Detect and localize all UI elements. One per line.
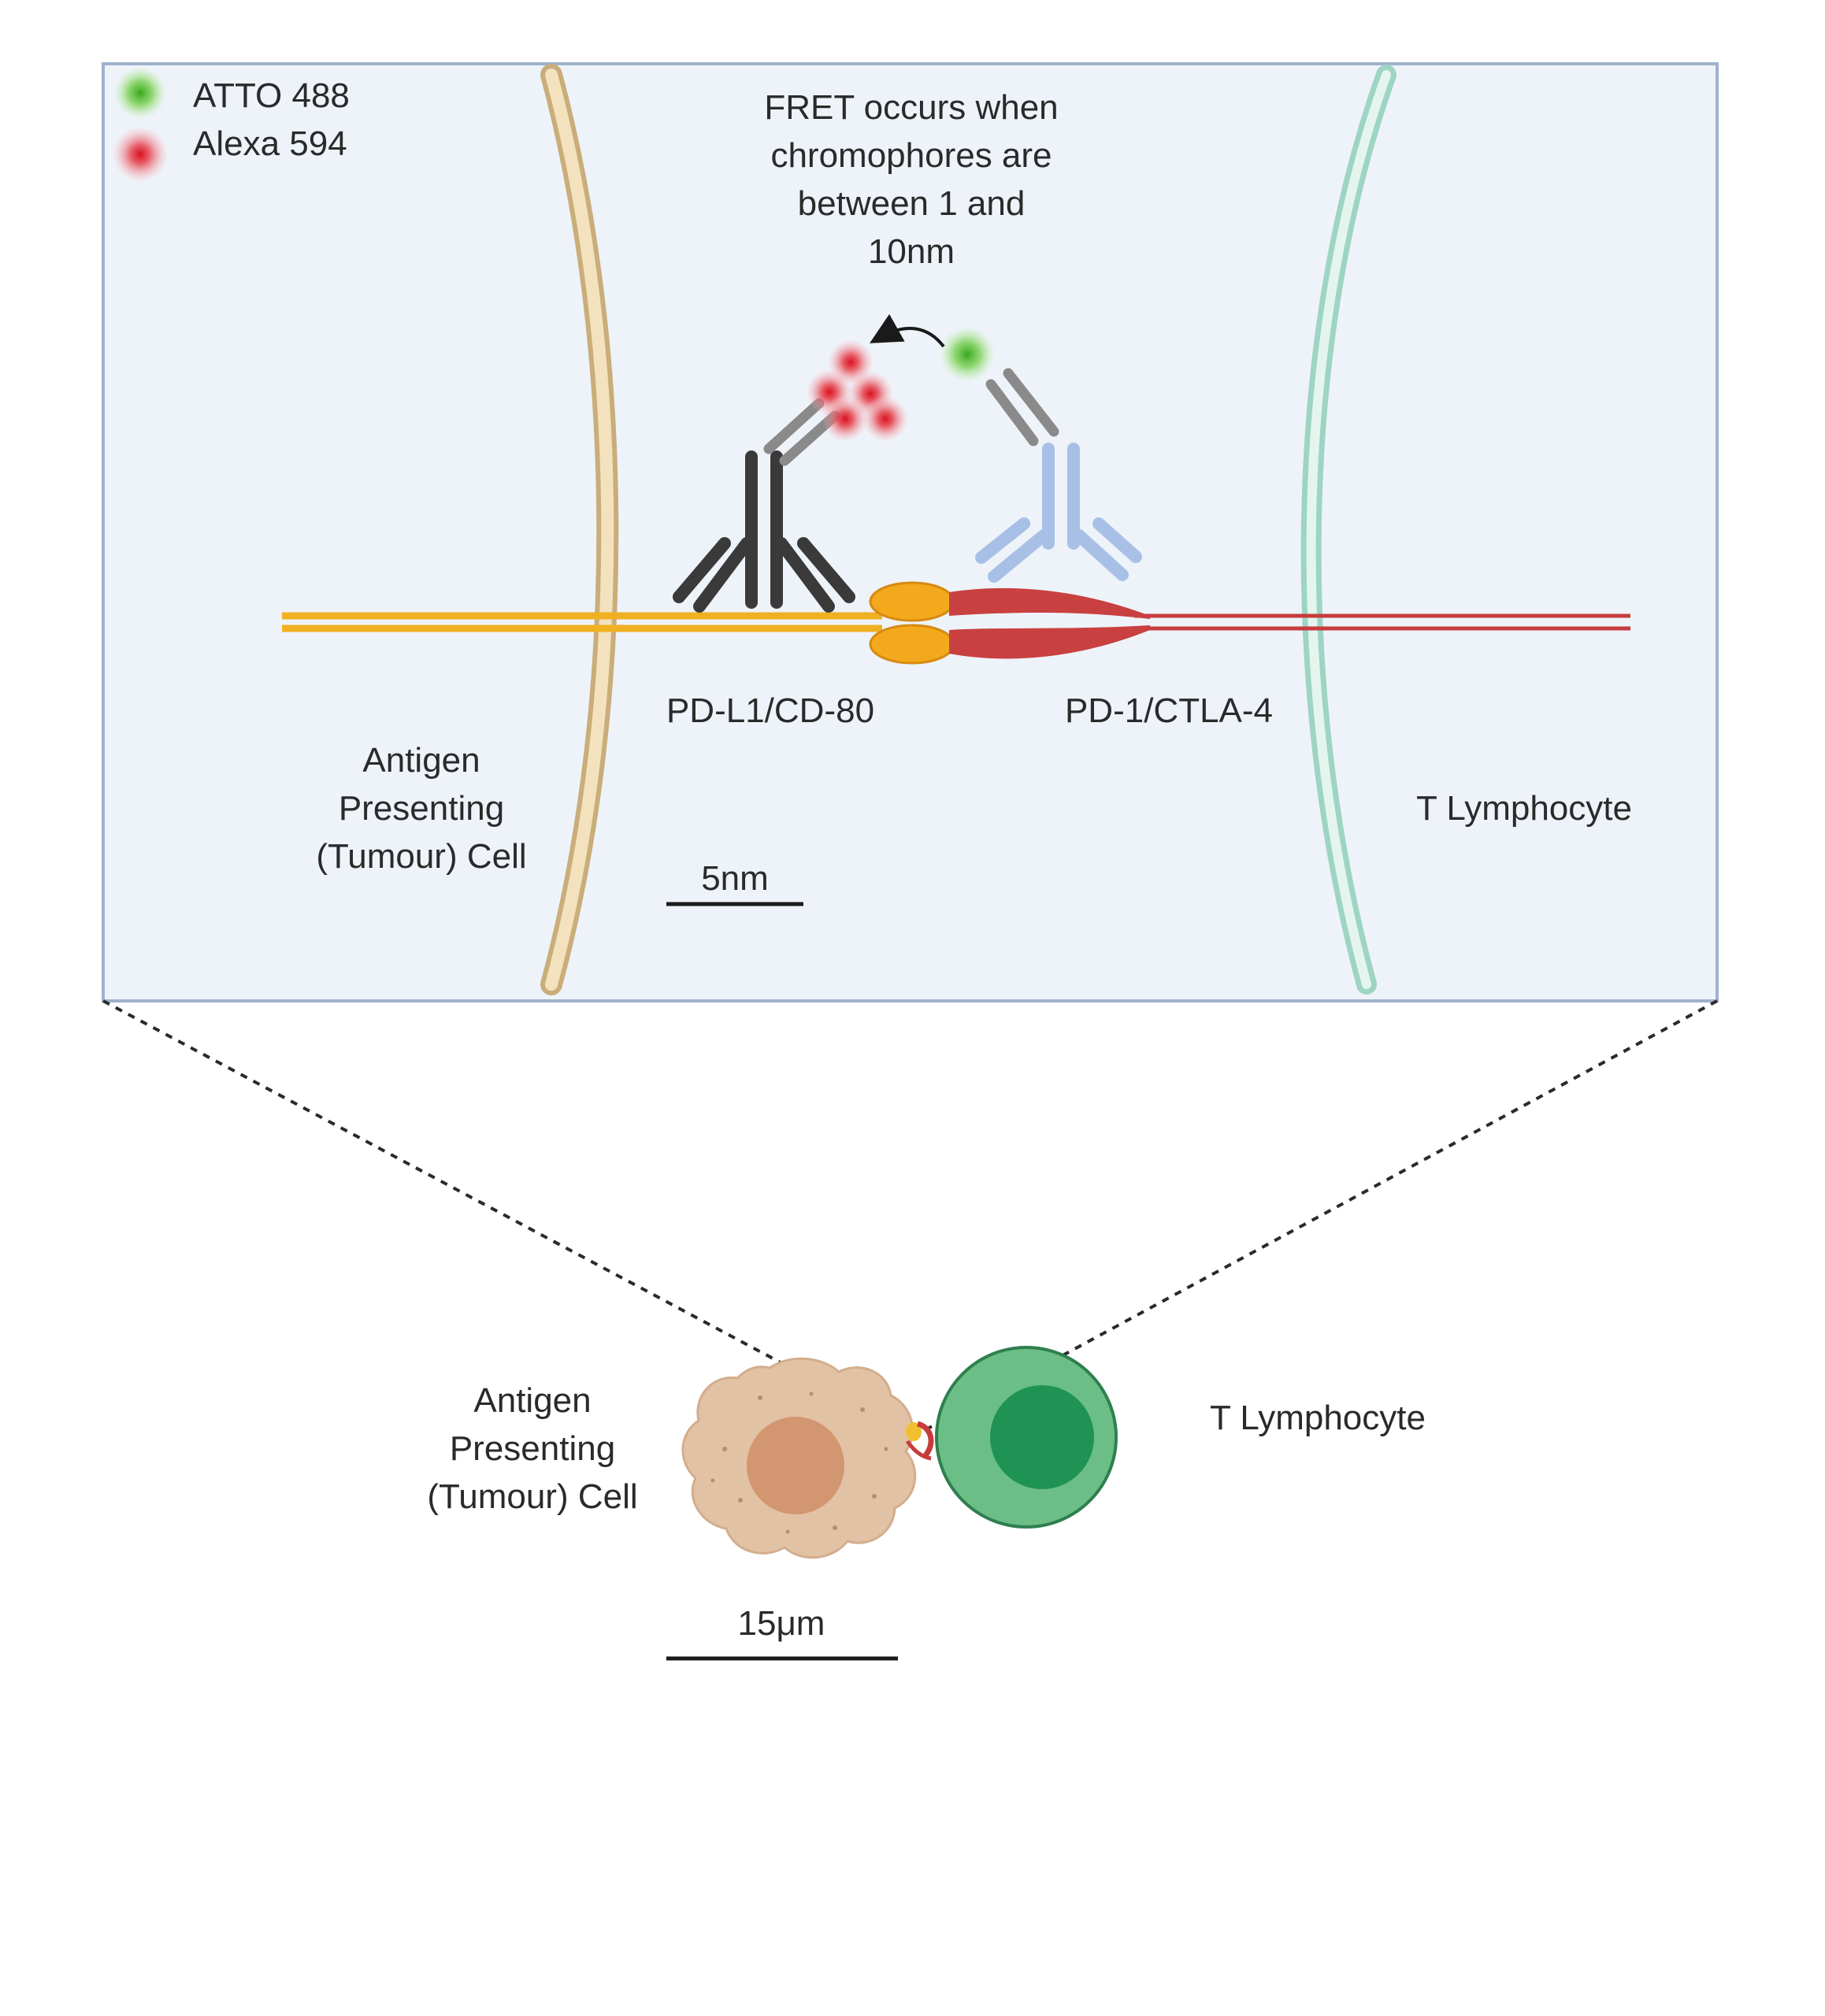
fret-note-line-2: chromophores are <box>770 136 1052 175</box>
t-cell-membrane <box>1300 65 1397 995</box>
apc-label-overview: Antigen Presenting (Tumour) Cell <box>427 1381 637 1516</box>
fret-note-line-1: FRET occurs when <box>764 88 1058 127</box>
tumour-nucleus <box>747 1417 844 1514</box>
scale-bar-5nm: 5nm <box>666 859 803 906</box>
apc-label-overview-line-2: Presenting <box>450 1429 615 1468</box>
fret-note: FRET occurs when chromophores are betwee… <box>764 88 1058 271</box>
legend: ATTO 488 Alexa 594 <box>113 66 350 181</box>
legend-label-atto488: ATTO 488 <box>193 76 350 115</box>
legend-label-alexa594: Alexa 594 <box>193 124 347 163</box>
atto488-fluorophore <box>939 326 996 383</box>
apc-label-zoom-line-3: (Tumour) Cell <box>316 837 526 876</box>
apc-label-zoom-line-2: Presenting <box>339 789 504 828</box>
tumour-cell <box>681 1357 917 1559</box>
zoom-connector-lines <box>102 999 1718 1436</box>
synapse-contact <box>905 1421 934 1461</box>
t-cell <box>935 1346 1118 1529</box>
alexa594-antibody <box>673 398 855 613</box>
scale-bar-15um: 15μm <box>666 1604 898 1661</box>
scale-bar-5nm-label: 5nm <box>701 859 769 898</box>
t-nucleus <box>990 1385 1094 1489</box>
scale-bar-15um-label: 15μm <box>738 1604 825 1643</box>
ligand-label: PD-L1/CD-80 <box>666 691 874 730</box>
apc-membrane <box>540 64 619 995</box>
pd-1-receptor <box>949 587 1630 659</box>
receptor-label: PD-1/CTLA-4 <box>1065 691 1273 730</box>
fret-arrow-icon <box>870 313 945 348</box>
t-lymphocyte-label-overview: T Lymphocyte <box>1210 1399 1426 1437</box>
t-lymphocyte-label-zoom: T Lymphocyte <box>1416 789 1632 828</box>
fret-note-line-3: between 1 and <box>798 184 1026 223</box>
atto488-antibody <box>975 368 1142 583</box>
apc-label-overview-line-3: (Tumour) Cell <box>427 1477 637 1516</box>
zoom-panel <box>102 62 1719 1002</box>
apc-label-zoom-line-1: Antigen <box>362 741 480 780</box>
apc-label-overview-line-1: Antigen <box>473 1381 591 1420</box>
alexa594-legend-icon <box>113 128 167 181</box>
atto488-legend-icon <box>113 66 167 120</box>
fret-note-line-4: 10nm <box>868 232 955 271</box>
alexa594-fluorophore-cluster <box>807 340 907 441</box>
apc-label-zoom: Antigen Presenting (Tumour) Cell <box>316 741 526 876</box>
pd-l1-ligand <box>282 581 955 665</box>
